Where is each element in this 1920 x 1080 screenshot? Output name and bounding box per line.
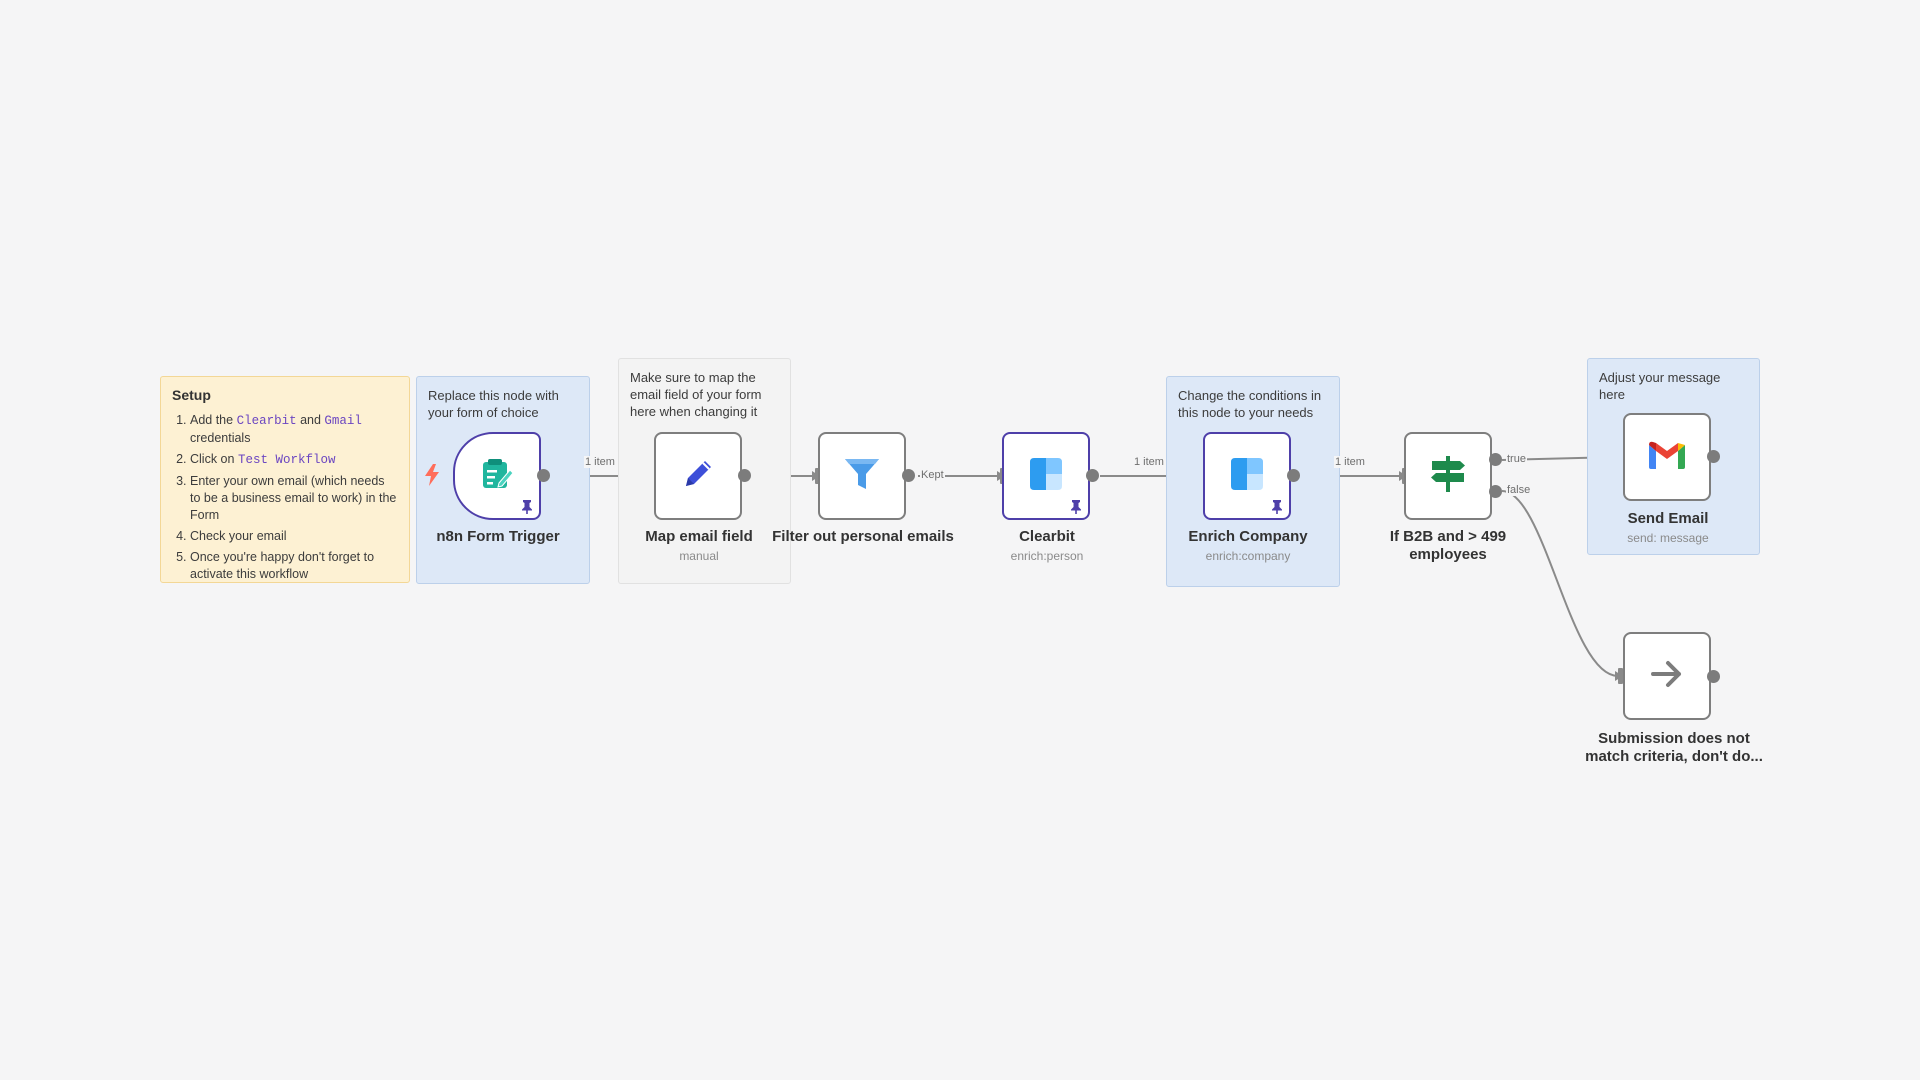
setup-steps: Add the Clearbit and Gmail credentials C… xyxy=(172,412,398,583)
setup-sticky-note[interactable]: Setup Add the Clearbit and Gmail credent… xyxy=(160,376,410,583)
node-label: Submission does not match criteria, don'… xyxy=(1585,730,1763,765)
edge-label: 1 item xyxy=(1133,456,1165,468)
output-handle[interactable] xyxy=(1707,450,1720,463)
node-if-b2b[interactable] xyxy=(1404,432,1492,520)
node-send-email[interactable] xyxy=(1623,413,1711,501)
node-enrich-company[interactable] xyxy=(1203,432,1291,520)
output-handle[interactable] xyxy=(1086,469,1099,482)
output-handle-true[interactable] xyxy=(1489,453,1502,466)
clearbit-icon xyxy=(1027,455,1065,498)
output-handle[interactable] xyxy=(1707,670,1720,683)
setup-step: Check your email xyxy=(190,528,398,545)
sticky-note-text: Make sure to map the email field of your… xyxy=(630,370,762,419)
node-clearbit[interactable] xyxy=(1002,432,1090,520)
node-label: Filter out personal emails xyxy=(772,528,954,545)
edge-label: 1 item xyxy=(1334,456,1366,468)
setup-step: Click on Test Workflow xyxy=(190,451,398,469)
pin-icon[interactable] xyxy=(521,500,533,514)
output-handle[interactable] xyxy=(902,469,915,482)
trigger-bolt-icon xyxy=(424,464,440,486)
edge-label-true: true xyxy=(1506,453,1527,465)
output-handle-false[interactable] xyxy=(1489,485,1502,498)
setup-step: Add the Clearbit and Gmail credentials xyxy=(190,412,398,447)
node-label: Map email field xyxy=(645,528,753,545)
edge-label: 1 item xyxy=(584,456,616,468)
node-subtitle: send: message xyxy=(1627,531,1709,545)
node-form-trigger[interactable] xyxy=(453,432,541,520)
output-handle[interactable] xyxy=(738,469,751,482)
pin-icon[interactable] xyxy=(1070,500,1082,514)
clearbit-icon xyxy=(1228,455,1266,498)
node-label: n8n Form Trigger xyxy=(436,528,560,545)
form-icon xyxy=(479,456,515,497)
node-subtitle: enrich:company xyxy=(1205,549,1291,563)
arrow-right-icon xyxy=(1649,656,1685,697)
node-label: Enrich Company xyxy=(1188,528,1308,545)
setup-title: Setup xyxy=(172,387,211,403)
setup-step: Once you're happy don't forget to activa… xyxy=(190,549,398,583)
edge-label-false: false xyxy=(1506,484,1532,496)
gmail-icon xyxy=(1647,439,1687,476)
node-subtitle: enrich:person xyxy=(1010,549,1084,563)
node-subtitle: manual xyxy=(679,549,719,563)
edge-label: Kept xyxy=(920,469,945,481)
node-label: If B2B and > 499 employees xyxy=(1389,528,1507,563)
filter-icon xyxy=(842,454,882,499)
node-map-email-field[interactable] xyxy=(654,432,742,520)
sticky-note-text: Adjust your message here xyxy=(1599,370,1721,402)
sticky-note-text: Change the conditions in this node to yo… xyxy=(1178,388,1322,420)
edge-if-false xyxy=(1501,490,1619,677)
node-no-operation[interactable] xyxy=(1623,632,1711,720)
input-handle xyxy=(1618,668,1623,684)
pencil-icon xyxy=(678,454,718,499)
sticky-note-text: Replace this node with your form of choi… xyxy=(428,388,559,420)
pin-icon[interactable] xyxy=(1271,500,1283,514)
node-label: Send Email xyxy=(1627,510,1709,527)
node-label: Clearbit xyxy=(1019,528,1075,545)
signpost-icon xyxy=(1428,454,1468,499)
change-conditions-sticky-note[interactable]: Change the conditions in this node to yo… xyxy=(1166,376,1340,587)
output-handle[interactable] xyxy=(1287,469,1300,482)
setup-step: Enter your own email (which needs to be … xyxy=(190,473,398,524)
node-filter-personal-emails[interactable] xyxy=(818,432,906,520)
output-handle[interactable] xyxy=(537,469,550,482)
